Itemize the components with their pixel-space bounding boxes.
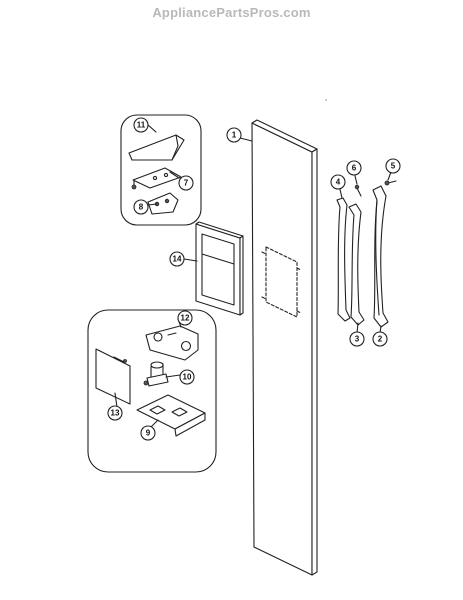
- handle-4: [336, 197, 351, 322]
- callout-9: 9: [140, 425, 156, 441]
- door-panel: [251, 119, 318, 576]
- callout-13: 13: [107, 405, 123, 421]
- watermark-text: AppliancePartsPros.com: [152, 5, 311, 20]
- svg-text:3: 3: [355, 335, 360, 344]
- callout-3: 3: [349, 331, 365, 347]
- svg-text:14: 14: [173, 255, 182, 264]
- handle-2: [372, 185, 389, 328]
- part-11-shape: [128, 134, 185, 161]
- svg-text:5: 5: [391, 162, 396, 171]
- part-8-shape: [147, 192, 179, 215]
- callout-6: 6: [346, 160, 362, 176]
- callout-1: 1: [226, 127, 242, 143]
- callout-11: 11: [133, 117, 149, 133]
- svg-text:8: 8: [139, 203, 144, 212]
- stray-dot: [325, 99, 327, 101]
- callout-7: 7: [178, 175, 194, 191]
- handle-3: [348, 203, 365, 326]
- callout-4: 4: [330, 174, 346, 190]
- lower-inset-box: [87, 309, 217, 473]
- part-14-frame: [195, 221, 244, 316]
- upper-inset-box: [120, 114, 202, 226]
- svg-text:1: 1: [232, 131, 237, 140]
- part-9-shape: [136, 394, 206, 437]
- callout-14: 14: [169, 251, 185, 267]
- svg-text:4: 4: [336, 178, 341, 187]
- callout-10: 10: [179, 369, 195, 385]
- callout-5: 5: [385, 158, 401, 174]
- screw-5: [384, 180, 397, 186]
- part-7-shape: [131, 167, 182, 190]
- svg-text:2: 2: [378, 335, 383, 344]
- callout-8: 8: [133, 199, 149, 215]
- svg-text:12: 12: [181, 314, 190, 323]
- screw-6: [354, 184, 362, 197]
- callout-12: 12: [177, 310, 193, 326]
- callout-2: 2: [372, 331, 388, 347]
- svg-text:13: 13: [111, 409, 120, 418]
- svg-text:11: 11: [137, 121, 146, 130]
- part-10-shape: [143, 361, 169, 387]
- svg-text:10: 10: [183, 373, 192, 382]
- svg-text:9: 9: [146, 429, 151, 438]
- part-12-shape: [145, 325, 199, 361]
- part-13-shape: [95, 348, 131, 405]
- svg-text:7: 7: [184, 179, 189, 188]
- svg-text:6: 6: [352, 164, 357, 173]
